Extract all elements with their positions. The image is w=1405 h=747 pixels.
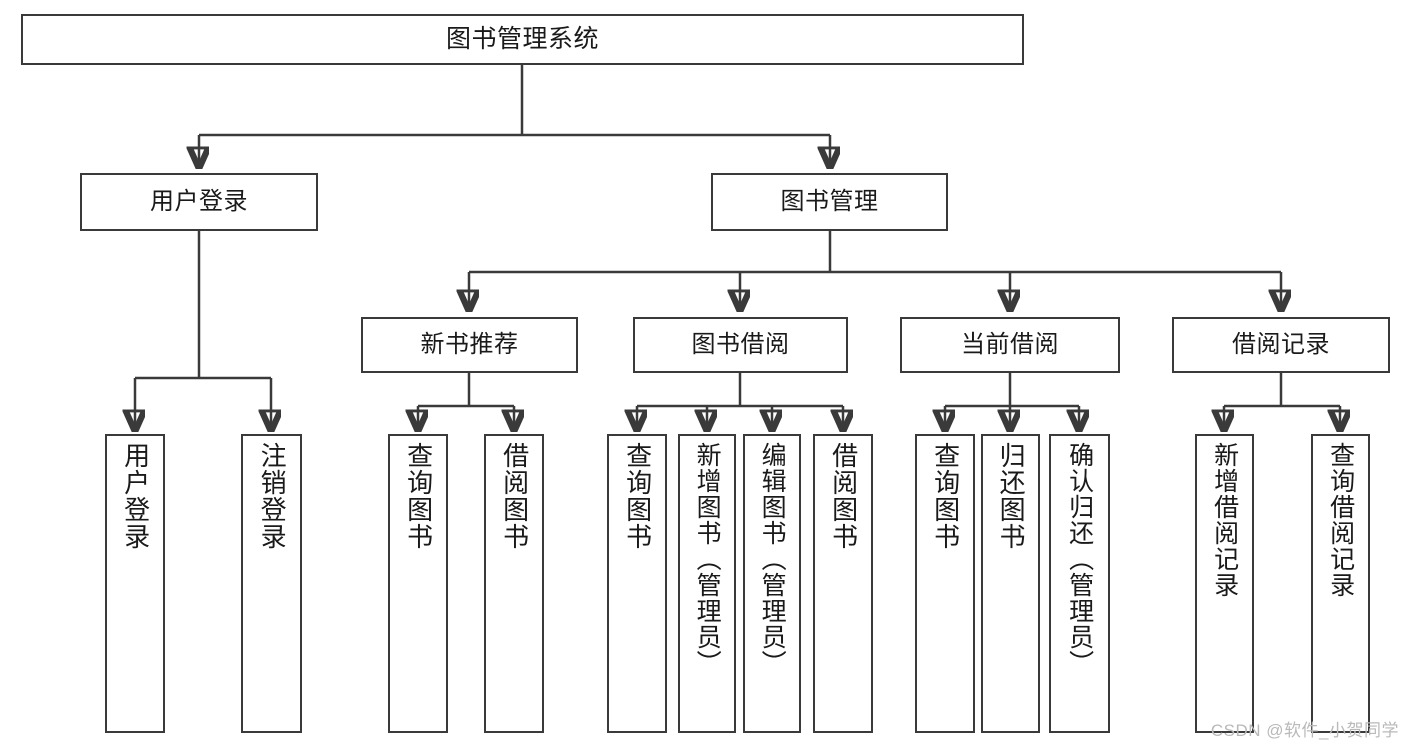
node-leaf-user-login-label: 用户登录 bbox=[120, 442, 151, 550]
node-leaf-query-book-3[interactable]: 查询图书 bbox=[915, 434, 975, 733]
node-leaf-confirm-return-label: 确认归还（管理员） bbox=[1065, 442, 1094, 676]
node-leaf-add-book[interactable]: 新增图书（管理员） bbox=[678, 434, 736, 733]
node-borrow-record[interactable]: 借阅记录 bbox=[1172, 317, 1390, 373]
node-leaf-edit-book[interactable]: 编辑图书（管理员） bbox=[743, 434, 801, 733]
node-new-book-recommend-label: 新书推荐 bbox=[420, 331, 519, 359]
node-new-book-recommend[interactable]: 新书推荐 bbox=[361, 317, 578, 373]
node-leaf-user-login[interactable]: 用户登录 bbox=[105, 434, 165, 733]
node-current-borrow[interactable]: 当前借阅 bbox=[900, 317, 1120, 373]
node-user-login[interactable]: 用户登录 bbox=[80, 173, 318, 231]
node-user-login-label: 用户登录 bbox=[150, 188, 248, 216]
node-leaf-borrow-book-2[interactable]: 借阅图书 bbox=[813, 434, 873, 733]
node-leaf-add-record[interactable]: 新增借阅记录 bbox=[1195, 434, 1254, 733]
node-book-borrow-label: 图书借阅 bbox=[691, 331, 790, 359]
watermark: CSDN @软件_小贺同学 bbox=[1210, 721, 1399, 740]
node-leaf-query-book-1-label: 查询图书 bbox=[403, 442, 434, 550]
node-leaf-query-book-2-label: 查询图书 bbox=[622, 442, 653, 550]
node-leaf-confirm-return[interactable]: 确认归还（管理员） bbox=[1049, 434, 1110, 733]
node-leaf-add-record-label: 新增借阅记录 bbox=[1210, 442, 1239, 598]
node-root[interactable]: 图书管理系统 bbox=[21, 14, 1024, 65]
node-leaf-borrow-book-1[interactable]: 借阅图书 bbox=[484, 434, 544, 733]
node-leaf-return-book-label: 归还图书 bbox=[996, 442, 1027, 550]
node-current-borrow-label: 当前借阅 bbox=[961, 331, 1059, 359]
node-leaf-query-book-1[interactable]: 查询图书 bbox=[388, 434, 448, 733]
node-leaf-borrow-book-1-label: 借阅图书 bbox=[499, 442, 530, 550]
node-leaf-return-book[interactable]: 归还图书 bbox=[981, 434, 1040, 733]
node-book-manage-label: 图书管理 bbox=[780, 188, 879, 216]
node-book-borrow[interactable]: 图书借阅 bbox=[633, 317, 848, 373]
node-leaf-add-book-label: 新增图书（管理员） bbox=[693, 442, 722, 676]
node-leaf-logout-login-label: 注销登录 bbox=[257, 442, 288, 550]
node-root-label: 图书管理系统 bbox=[445, 25, 599, 54]
node-leaf-logout-login[interactable]: 注销登录 bbox=[241, 434, 302, 733]
node-leaf-query-book-2[interactable]: 查询图书 bbox=[607, 434, 667, 733]
node-borrow-record-label: 借阅记录 bbox=[1232, 331, 1330, 359]
node-leaf-query-record-label: 查询借阅记录 bbox=[1326, 442, 1355, 598]
node-leaf-query-record[interactable]: 查询借阅记录 bbox=[1311, 434, 1370, 733]
node-leaf-edit-book-label: 编辑图书（管理员） bbox=[758, 442, 787, 676]
node-book-manage[interactable]: 图书管理 bbox=[711, 173, 948, 231]
node-leaf-borrow-book-2-label: 借阅图书 bbox=[828, 442, 859, 550]
node-leaf-query-book-3-label: 查询图书 bbox=[930, 442, 961, 550]
